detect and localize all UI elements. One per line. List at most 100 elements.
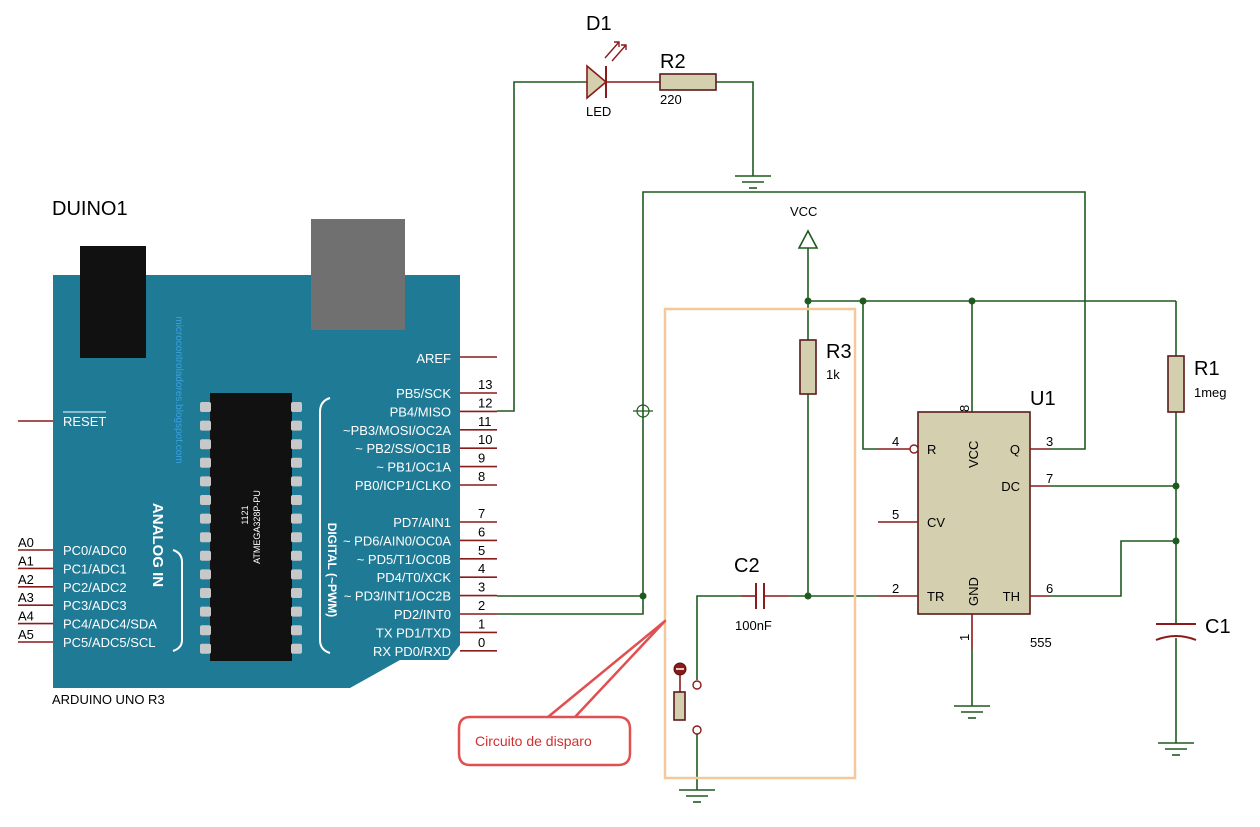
digital-pin-label: ~ PD5/T1/OC0B [357, 552, 451, 567]
ground-symbols [679, 175, 1194, 803]
chip-label-2: ATMEGA328P-PU [252, 490, 262, 564]
r3-value: 1k [826, 367, 840, 382]
r2-ref: R2 [660, 51, 686, 73]
ground-icon [1158, 742, 1194, 756]
vcc-label: VCC [790, 204, 817, 219]
aref-label: AREF [416, 351, 451, 366]
pin-th-label: TH [1003, 589, 1020, 604]
c2-ref: C2 [734, 555, 760, 577]
pin-1-num: 1 [957, 634, 972, 641]
reset-label: RESET [63, 414, 106, 429]
pin-vcc-label: VCC [966, 441, 981, 468]
usb-connector [311, 219, 405, 330]
resistor-r1: R1 1meg [1167, 355, 1227, 413]
wire-c2-button [696, 595, 741, 680]
digital-pin-label: ~ PD6/AIN0/OC0A [343, 533, 451, 548]
analog-pin-label: PC2/ADC2 [63, 580, 127, 595]
r2-value: 220 [660, 92, 682, 107]
wire-th [1050, 540, 1176, 597]
ground-icon [954, 705, 990, 719]
junction-dot [804, 592, 812, 600]
pin-4-num: 4 [892, 434, 899, 449]
digital-bracket [319, 397, 331, 654]
timer-value: 555 [1030, 635, 1052, 650]
pin-gnd-label: GND [966, 577, 981, 606]
digital-pin-num: 7 [478, 506, 485, 521]
junction-dot [1172, 482, 1180, 490]
digital-pin-num: 3 [478, 580, 485, 595]
d1-ref: D1 [586, 13, 612, 35]
led-d1: D1 LED [586, 13, 660, 119]
c1-ref: C1 [1205, 616, 1231, 638]
digital-pin-num: 10 [478, 432, 492, 447]
atmega-chip: 1121 ATMEGA328P-PU [200, 393, 302, 661]
junction-dot [968, 297, 976, 305]
pin-dc-label: DC [1001, 479, 1020, 494]
digital-pin-num: 2 [478, 598, 485, 613]
digital-pin-num: 12 [478, 395, 492, 410]
digital-pin-label: PB5/SCK [396, 386, 451, 401]
pin-7-num: 7 [1046, 471, 1053, 486]
analog-pin-label: PC5/ADC5/SCL [63, 635, 155, 650]
analog-pin-ext: A0 [18, 535, 34, 550]
digital-pin-num: 1 [478, 616, 485, 631]
push-button[interactable] [673, 662, 702, 735]
digital-pin-label: RX PD0/RXD [373, 644, 451, 659]
digital-pin-label: PD4/T0/XCK [377, 570, 452, 585]
junction-dot [1172, 537, 1180, 545]
c2-value: 100nF [735, 618, 772, 633]
digital-pin-label: ~ PD3/INT1/OC2B [344, 589, 451, 604]
digital-pin-label: PD2/INT0 [394, 607, 451, 622]
resistor-r3: R3 1k [799, 339, 852, 395]
digital-pin-label: ~ PB1/OC1A [376, 460, 451, 475]
r3-ref: R3 [826, 341, 852, 363]
callout: Circuito de disparo [457, 619, 667, 767]
pin-q-label: Q [1010, 442, 1020, 457]
chip-label-1: 1121 [240, 505, 250, 524]
digital-pin-num: 5 [478, 543, 485, 558]
wire-pin2 [497, 596, 644, 615]
u1-ref: U1 [1030, 388, 1056, 410]
digital-pin-label: PD7/AIN1 [393, 515, 451, 530]
digital-pin-label: TX PD1/TXD [376, 625, 451, 640]
pin-3-num: 3 [1046, 434, 1053, 449]
power-jack [80, 246, 146, 358]
junctions [639, 297, 1180, 600]
analog-pin-ext: A2 [18, 572, 34, 587]
analog-pin-ext: A3 [18, 590, 34, 605]
analog-pin-label: PC1/ADC1 [63, 561, 127, 576]
r1-ref: R1 [1194, 358, 1220, 380]
digital-pin-label: PB0/ICP1/CLKO [355, 478, 451, 493]
wires [497, 81, 1177, 790]
digital-pin-num: 9 [478, 451, 485, 466]
vcc-terminal: VCC [790, 204, 819, 249]
resistor-r2: R2 220 [659, 51, 717, 107]
analog-in-title: ANALOG IN [149, 503, 166, 587]
trigger-circuit-frame [663, 307, 857, 780]
pin-8-num: 8 [957, 405, 972, 412]
wire-reset [862, 301, 878, 450]
digital-pin-num: 0 [478, 635, 485, 650]
digital-pin-num: 8 [478, 469, 485, 484]
board-ref: DUINO1 [52, 198, 128, 220]
analog-bracket [172, 549, 183, 652]
timer-555: U1 R CV TR Q DC TH VCC GND 4 5 2 3 7 6 8… [878, 388, 1056, 650]
analog-pin-label: PC3/ADC3 [63, 598, 127, 613]
pin-tr-label: TR [927, 589, 944, 604]
capacitor-c2: C2 100nF [734, 555, 790, 633]
digital-pin-num: 6 [478, 524, 485, 539]
ground-icon [679, 789, 715, 803]
digital-pin-label: PB4/MISO [390, 404, 451, 419]
junction-dot [859, 297, 867, 305]
junction-dot [804, 297, 812, 305]
board-name: ARDUINO UNO R3 [52, 692, 165, 707]
junction-dot [639, 592, 647, 600]
pin-2-num: 2 [892, 581, 899, 596]
timer-body [917, 411, 1031, 615]
ground-icon [735, 175, 771, 189]
pin-cv-label: CV [927, 515, 945, 530]
arduino-board: DUINO1 1121 ATMEGA328P-PU microcontrolad… [18, 198, 497, 707]
callout-text: Circuito de disparo [475, 733, 592, 749]
analog-pin-ext: A1 [18, 553, 34, 568]
